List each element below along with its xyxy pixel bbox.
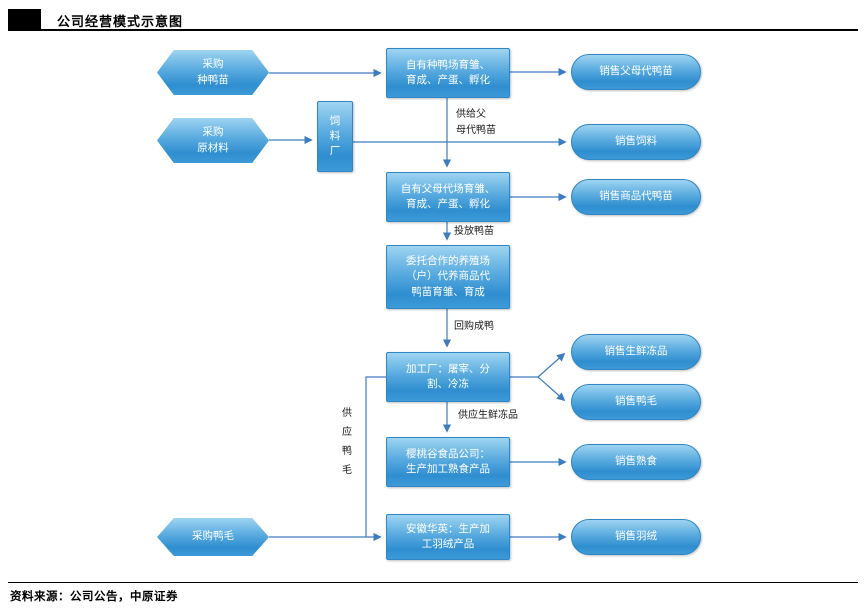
edge-label-release-ducklings: 投放鸭苗 xyxy=(454,226,494,237)
header-black-tab xyxy=(8,9,41,29)
node-sell-down: 销售羽绒 xyxy=(571,519,701,555)
node-purchase-breeder-ducklings: 采购 种鸭苗 xyxy=(157,50,269,95)
node-purchase-duck-feathers: 采购鸭毛 xyxy=(157,518,269,556)
arrow-processing-to-sell-feathers xyxy=(537,376,566,402)
line-processing-feather-supply xyxy=(365,376,386,537)
node-sell-cooked-food: 销售熟食 xyxy=(571,444,701,480)
node-sell-feed: 销售饲料 xyxy=(571,124,701,160)
node-contract-farms: 委托合作的养殖场 （户）代养商品代 鸭苗育雏、育成 xyxy=(386,245,510,309)
source-note: 资料来源：公司公告，中原证券 xyxy=(10,591,178,603)
node-sell-fresh-frozen: 销售生鲜冻品 xyxy=(571,334,701,370)
edge-label-supply-feathers: 供 应 鸭 毛 xyxy=(342,408,352,476)
node-anhui-huaying: 安徽华英：生产加 工羽绒产品 xyxy=(386,514,510,560)
edge-label-buyback-adult-ducks: 回购成鸭 xyxy=(454,321,494,332)
node-feed-factory: 饲 料 厂 xyxy=(317,101,353,172)
edge-label-supply-fresh-frozen: 供应生鲜冻品 xyxy=(458,410,518,421)
edge-label-supply-parent-ducklings: 供给父 母代鸭苗 xyxy=(456,109,496,136)
header-divider xyxy=(8,29,858,31)
node-purchase-raw-materials: 采购 原材料 xyxy=(157,118,269,163)
node-sell-parent-ducklings: 销售父母代鸭苗 xyxy=(571,54,701,90)
figure-title: 公司经营模式示意图 xyxy=(57,14,184,29)
footer-divider xyxy=(8,582,858,583)
node-sell-duck-feathers: 销售鸭毛 xyxy=(571,384,701,420)
node-own-parent-farm: 自有父母代场育雏、 育成、产蛋、孵化 xyxy=(386,172,510,222)
node-processing-plant: 加工厂：屠宰、分 割、冷冻 xyxy=(386,352,510,402)
node-sell-commodity-ducklings: 销售商品代鸭苗 xyxy=(571,179,701,215)
node-own-breeder-farm: 自有种鸭场育雏、 育成、产蛋、孵化 xyxy=(386,48,510,98)
node-cherry-valley-food: 樱桃谷食品公司： 生产加工熟食产品 xyxy=(386,437,510,487)
arrow-processing-to-sell-fresh xyxy=(537,352,566,378)
